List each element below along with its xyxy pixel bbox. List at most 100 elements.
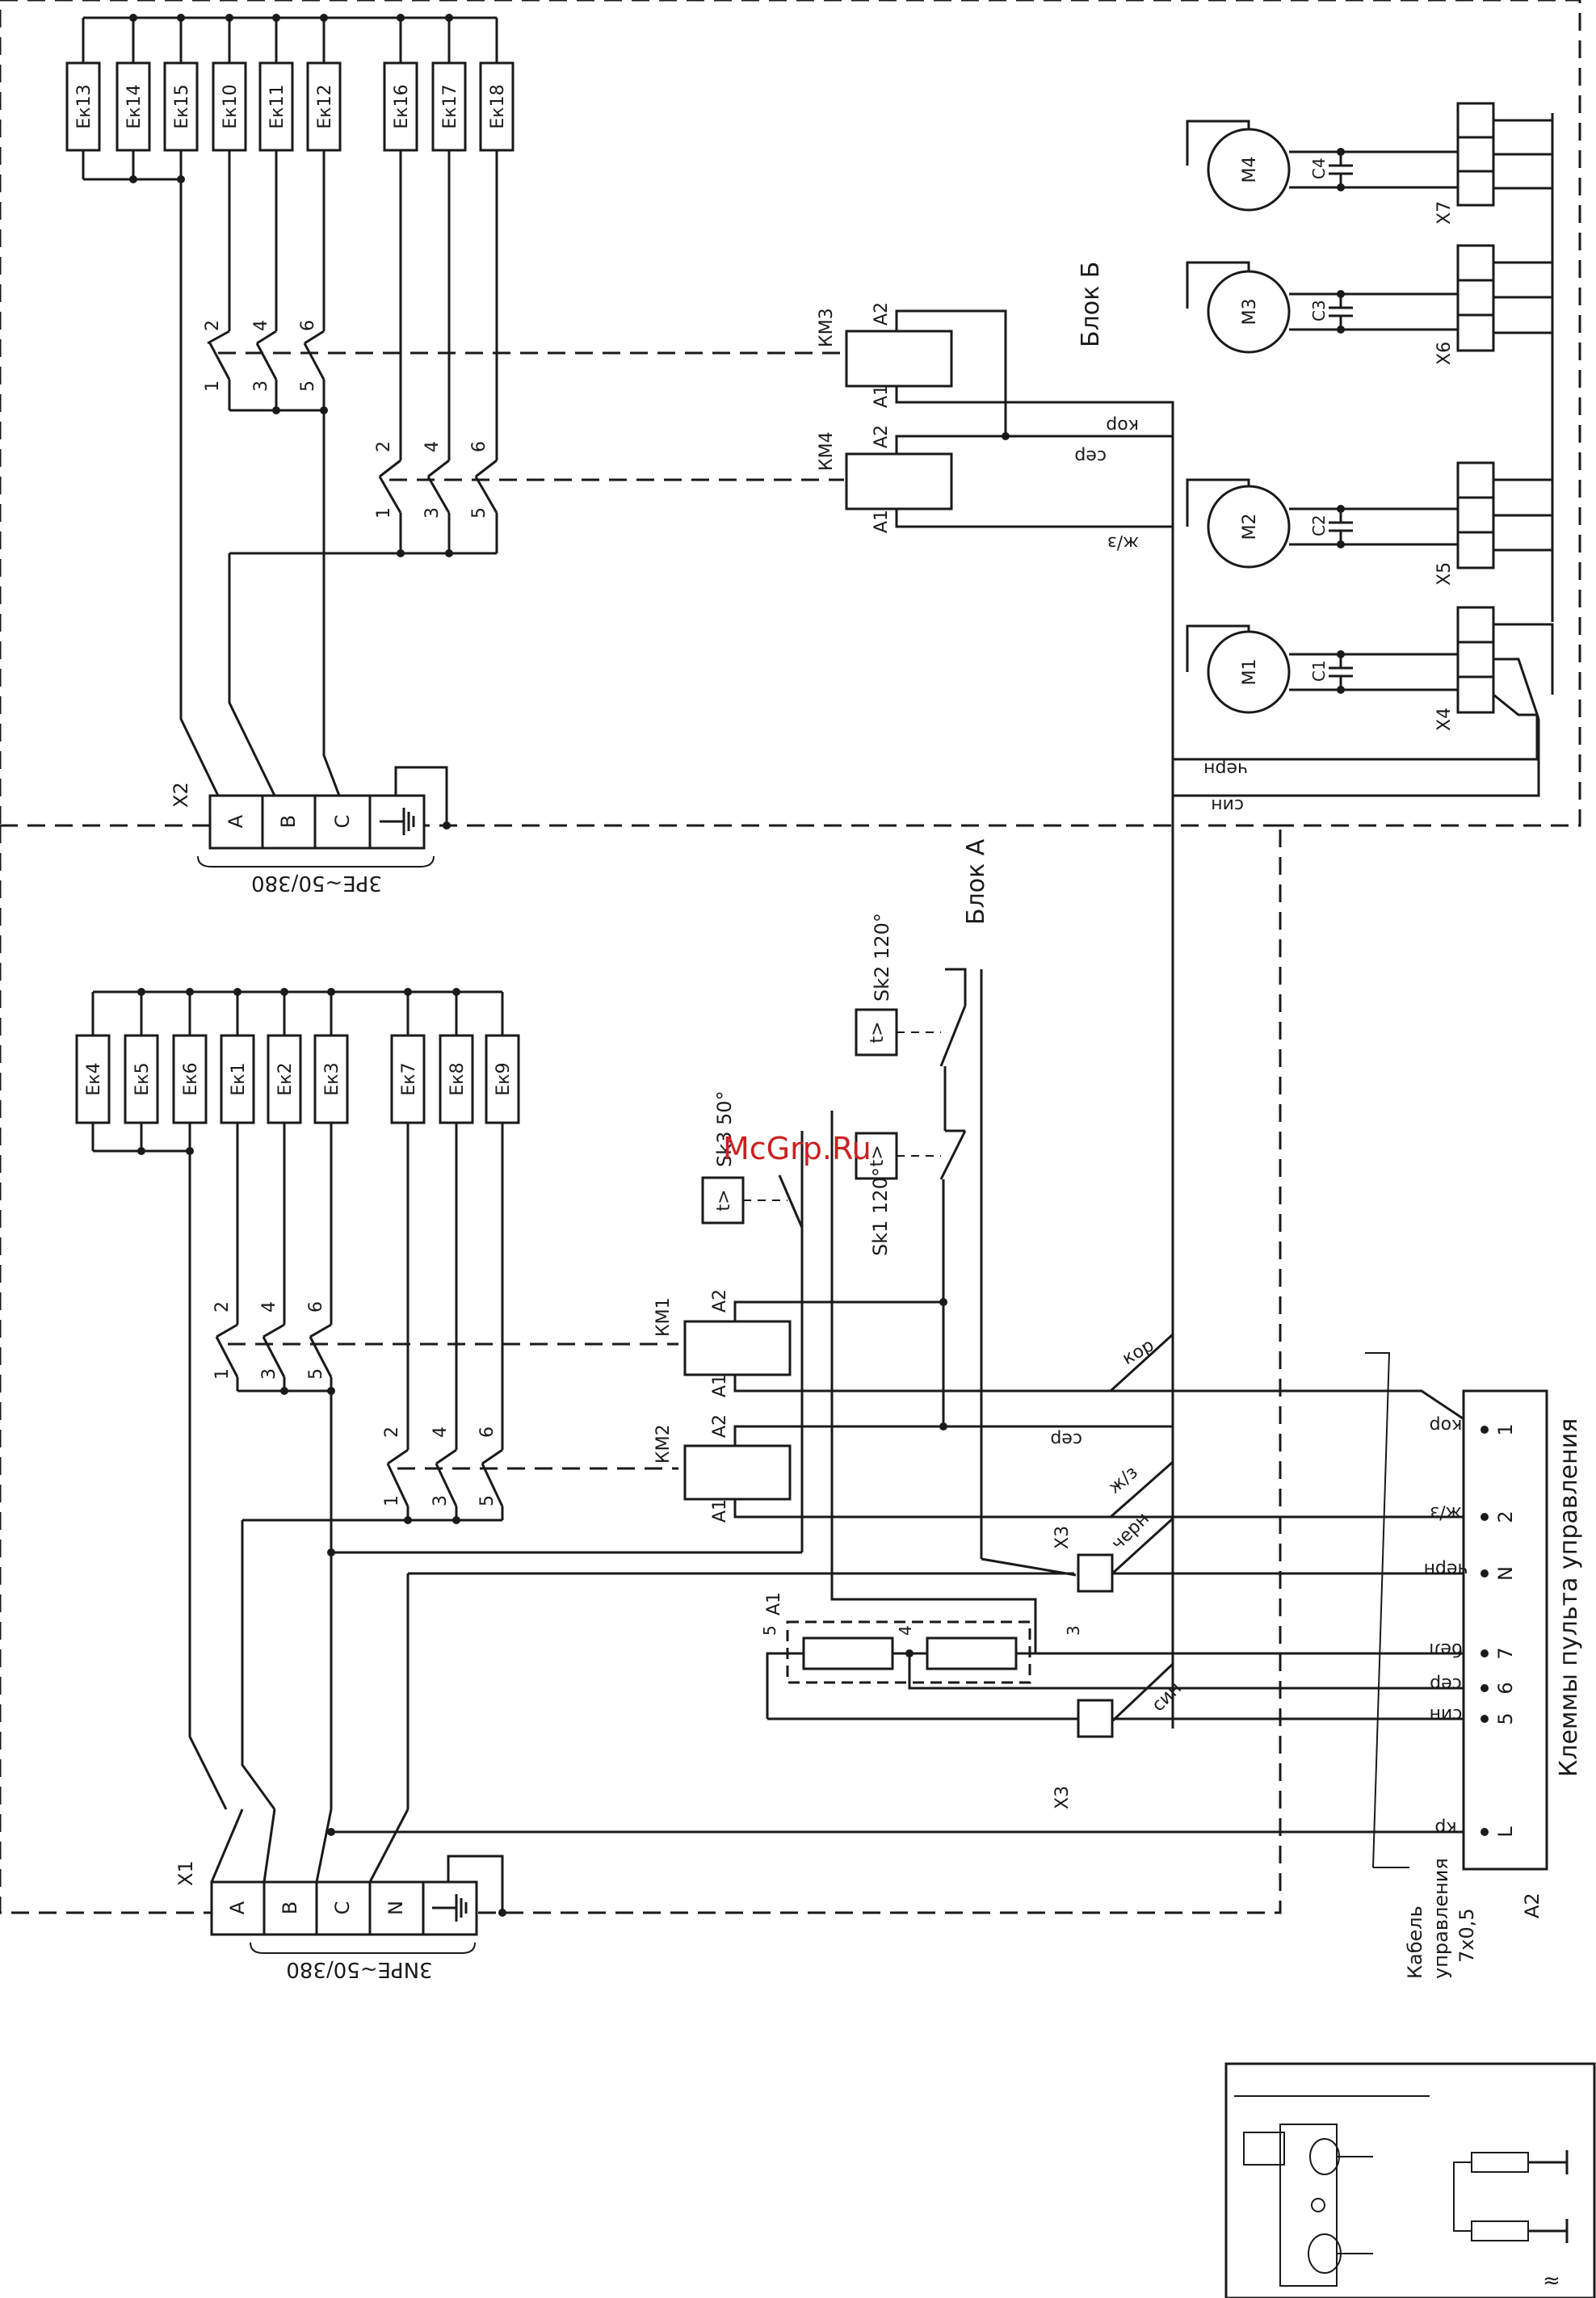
- block-b-boundary: [0, 0, 1581, 827]
- svg-text:А1: А1: [872, 510, 892, 533]
- terminal-pin-dot: [1480, 1569, 1489, 1578]
- svg-text:4: 4: [430, 1426, 451, 1438]
- heater-ek3: Ек3: [313, 992, 349, 1325]
- terminal-wire-color: черн: [1424, 1559, 1468, 1579]
- terminal-pin-label: L: [1494, 1826, 1517, 1838]
- svg-text:X4: X4: [1434, 708, 1455, 731]
- svg-text:Ек15: Ек15: [172, 84, 192, 128]
- svg-text:КМ2: КМ2: [653, 1424, 674, 1464]
- block-a-boundary: [0, 826, 1282, 1914]
- svg-text:4: 4: [422, 441, 443, 452]
- svg-text:X6: X6: [1434, 342, 1455, 365]
- svg-text:Ек14: Ек14: [124, 84, 145, 128]
- svg-text:1: 1: [203, 380, 223, 392]
- x3-lower: X3: [767, 1699, 1480, 1809]
- coil-km1: КМ1 А2 А1: [653, 1289, 1480, 1431]
- x2-rating: 3PE~50/380: [251, 871, 382, 895]
- wire-sin-mid: син: [1149, 1678, 1186, 1716]
- sk1-symbol: t>: [867, 1145, 888, 1166]
- svg-text:X5: X5: [1434, 562, 1455, 586]
- svg-text:А1: А1: [710, 1374, 730, 1397]
- heater-ek17: Ек17: [431, 18, 467, 460]
- svg-text:Ек5: Ек5: [132, 1062, 153, 1095]
- svg-text:1: 1: [212, 1368, 233, 1380]
- svg-text:Ек12: Ек12: [315, 84, 335, 128]
- svg-text:5: 5: [298, 380, 318, 392]
- terminal-pin-label: 1: [1494, 1423, 1517, 1435]
- x1-rating: 3NPE~50/380: [286, 1957, 432, 1981]
- terminal-pin-dot: [1480, 1828, 1489, 1836]
- svg-text:А1: А1: [872, 384, 892, 408]
- thermostat-sk1: t> Sk1 120°: [855, 1129, 1077, 1577]
- svg-text:3: 3: [251, 380, 271, 392]
- svg-text:Ек7: Ек7: [399, 1062, 419, 1095]
- svg-text:Ек18: Ек18: [488, 84, 508, 128]
- svg-text:1: 1: [374, 507, 394, 519]
- x2-label: X2: [170, 782, 192, 808]
- terminal-wire-color: син: [1430, 1704, 1463, 1725]
- heater-ek8: Ек8: [439, 992, 474, 1450]
- heater-ek4: Ек4: [75, 992, 111, 1151]
- svg-text:Ек2: Ек2: [275, 1062, 296, 1095]
- svg-text:6: 6: [469, 441, 489, 452]
- x1-feed-lines: [188, 1151, 1480, 1836]
- svg-text:КМ1: КМ1: [653, 1297, 674, 1337]
- heater-ek16: Ек16: [383, 18, 418, 424]
- wire-zh-top: ж/з: [1107, 532, 1139, 552]
- km3-contacts: 2 4 6 1 3 5: [203, 297, 844, 414]
- svg-text:Ек3: Ек3: [322, 1062, 342, 1095]
- svg-text:А1: А1: [710, 1499, 730, 1523]
- wire-ser-mid: сер: [1050, 1429, 1082, 1449]
- terminal-pin-dot: [1480, 1715, 1489, 1723]
- wire-kor-top: кор: [1106, 415, 1139, 435]
- terminal-pin-dot: [1480, 1649, 1489, 1657]
- svg-text:2: 2: [212, 1301, 233, 1313]
- x2-ground-icon: [380, 808, 415, 835]
- heater-ek1: Ек1: [220, 992, 255, 1292]
- svg-text:N: N: [384, 1901, 407, 1915]
- sk3-label: Sk3 50°: [713, 1090, 736, 1167]
- svg-text:М1: М1: [1240, 659, 1260, 686]
- svg-text:5: 5: [306, 1368, 326, 1380]
- svg-text:7х0,5: 7х0,5: [1455, 1908, 1478, 1963]
- svg-text:Ек16: Ек16: [392, 84, 412, 128]
- heater-bank-top: Ек13 Ек14 Ек15 Ек10 Ек11: [65, 14, 514, 460]
- wire-chern-top: черн: [1203, 758, 1248, 779]
- svg-text:X7: X7: [1434, 201, 1455, 225]
- terminal-wire-color: кр: [1434, 1817, 1456, 1838]
- wire-ser-top: сер: [1074, 446, 1107, 466]
- terminal-pin-dot: [1480, 1426, 1489, 1434]
- svg-text:A: A: [225, 814, 247, 828]
- svg-text:Ек17: Ек17: [440, 84, 460, 128]
- watermark: McGrp.Ru: [723, 1131, 872, 1166]
- motor-bus: [1173, 113, 1554, 797]
- svg-text:3: 3: [430, 1495, 451, 1506]
- terminal-row-2: 2ж/з: [1430, 1502, 1517, 1523]
- terminal-pin-label: 2: [1494, 1510, 1517, 1523]
- terminal-pin-label: N: [1494, 1566, 1517, 1581]
- terminal-wire-color: бел: [1429, 1639, 1462, 1659]
- svg-text:Ек4: Ек4: [84, 1062, 104, 1095]
- heater-ek10: Ек10: [212, 18, 247, 297]
- motor-m1: М1 С1 X4: [1186, 606, 1554, 731]
- svg-text:А2: А2: [710, 1414, 730, 1438]
- coil-km2: КМ2 А2 А1: [653, 1414, 1480, 1523]
- svg-text:КМ4: КМ4: [817, 431, 837, 471]
- inset-illustration: ≈: [1224, 2062, 1596, 2298]
- x2-feed-lines: [179, 179, 341, 796]
- terminal-wire-color: кор: [1430, 1415, 1463, 1435]
- svg-text:6: 6: [298, 320, 318, 331]
- svg-text:C: C: [331, 1901, 354, 1915]
- wire-chern-mid: черн: [1108, 1509, 1153, 1554]
- svg-text:М3: М3: [1240, 299, 1260, 326]
- km2-contacts: 2 4 6 1 3 5: [242, 1426, 678, 1524]
- svg-text:B: B: [277, 815, 300, 828]
- heater-bank-bottom: Ек4 Ек5 Ек6 Ек1 Ек2: [75, 988, 520, 1450]
- terminal-wire-color: сер: [1430, 1674, 1462, 1694]
- svg-text:X3: X3: [1052, 1786, 1073, 1809]
- sk2-label: Sk2 120°: [871, 913, 893, 1002]
